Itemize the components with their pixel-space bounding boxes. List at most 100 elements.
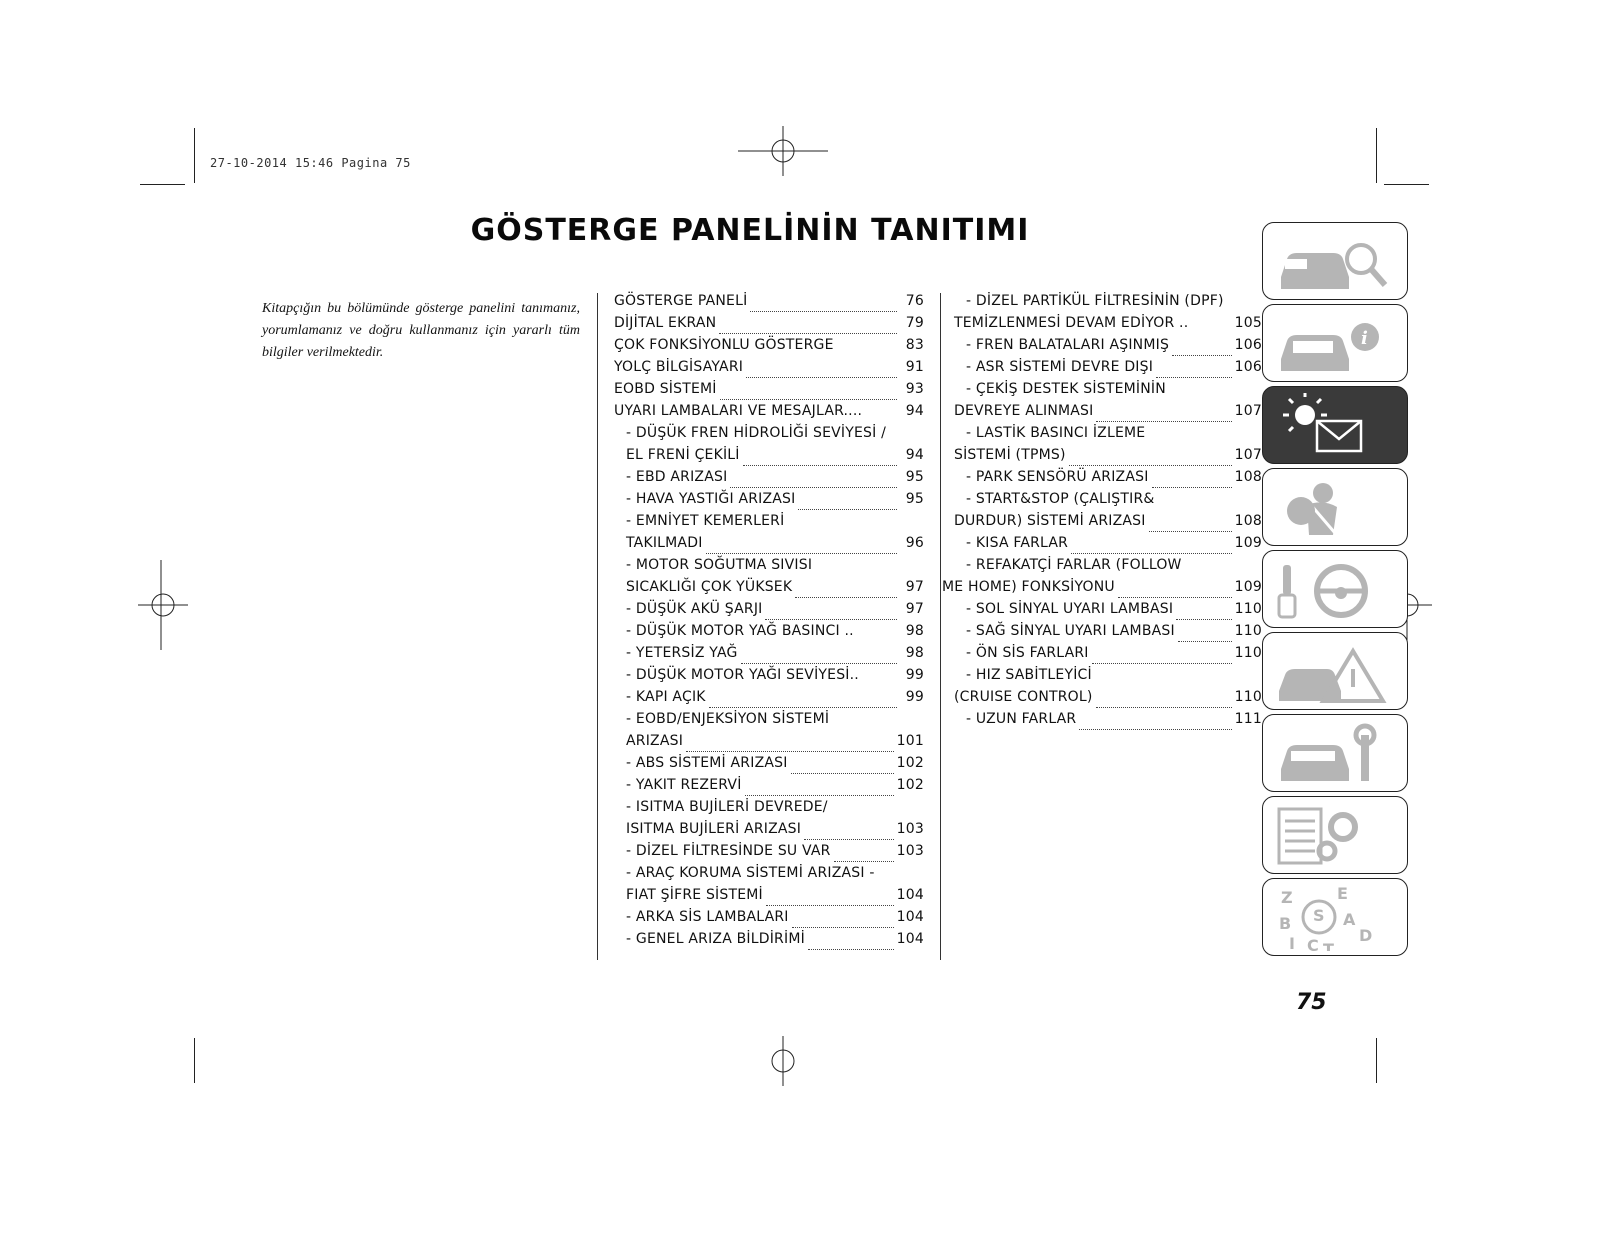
toc-leader-dots bbox=[865, 407, 897, 422]
toc-entry-text: GÖSTERGE PANELİ bbox=[614, 293, 748, 309]
toc-entry-text: - DİZEL PARTİKÜL FİLTRESİNİN (DPF) bbox=[966, 293, 1224, 309]
chapter-tab[interactable] bbox=[1262, 468, 1408, 546]
toc-leader-dots bbox=[1156, 362, 1232, 378]
toc-page-number: 108 bbox=[1234, 469, 1262, 485]
toc-leader-dots bbox=[833, 846, 894, 862]
chapter-tab[interactable] bbox=[1262, 714, 1408, 792]
toc-page-number: 110 bbox=[1234, 601, 1262, 617]
toc-page-number: 102 bbox=[896, 777, 924, 793]
toc-leader-dots bbox=[765, 890, 894, 906]
toc-entry-text: - SAĞ SİNYAL UYARI LAMBASI bbox=[966, 623, 1175, 639]
toc-leader-dots bbox=[1176, 604, 1232, 620]
toc-page-number: 110 bbox=[1234, 689, 1262, 705]
toc-entry-text: ÇOK FONKSİYONLU GÖSTERGE bbox=[614, 337, 834, 353]
toc-leader-dots bbox=[837, 341, 897, 356]
toc-entry-text: - HAVA YASTIĞI ARIZASI bbox=[626, 491, 796, 507]
toc-entry-text: DİJİTAL EKRAN bbox=[614, 315, 717, 331]
toc-entry-text: - FREN BALATALARI AŞINMIŞ bbox=[966, 337, 1170, 353]
toc-entry-text: UYARI LAMBALARI VE MESAJLAR.... bbox=[614, 403, 863, 419]
toc-page-number: 103 bbox=[896, 821, 924, 837]
toc-entry: - ARAÇ KORUMA SİSTEMİ ARIZASI - bbox=[614, 862, 924, 884]
chapter-tab[interactable] bbox=[1262, 386, 1408, 464]
toc-entry: - PARK SENSÖRÜ ARIZASI 108 bbox=[954, 466, 1262, 488]
toc-entry-text: - ASR SİSTEMİ DEVRE DIŞI bbox=[966, 359, 1154, 375]
toc-entry-text: TEMİZLENMESİ DEVAM EDİYOR .. bbox=[954, 315, 1189, 331]
toc-entry-text: - START&STOP (ÇALIŞTIR& bbox=[966, 491, 1155, 507]
toc-page-number: 106 bbox=[1234, 359, 1262, 375]
toc-page-number: 102 bbox=[896, 755, 924, 771]
toc-leader-dots bbox=[1185, 561, 1235, 576]
toc-page-number: 109 bbox=[1234, 579, 1262, 595]
toc-leader-dots bbox=[807, 934, 894, 950]
toc-leader-dots bbox=[804, 824, 894, 840]
toc-page-number: 99 bbox=[905, 667, 924, 683]
toc-entry: - ISITMA BUJİLERİ DEVREDE/ bbox=[614, 796, 924, 818]
chapter-tab[interactable]: i bbox=[1262, 304, 1408, 382]
toc-column-right: - DİZEL PARTİKÜL FİLTRESİNİN (DPF) TEMİZL… bbox=[942, 290, 1262, 730]
toc-leader-dots bbox=[831, 803, 897, 818]
toc-entry-text: DURDUR) SİSTEMİ ARIZASI bbox=[954, 513, 1146, 529]
toc-page-number: 104 bbox=[896, 887, 924, 903]
toc-entry: - MOTOR SOĞUTMA SIVISI bbox=[614, 554, 924, 576]
chapter-tab[interactable] bbox=[1262, 632, 1408, 710]
toc-entry-text: - MOTOR SOĞUTMA SIVISI bbox=[626, 557, 813, 573]
svg-text:B: B bbox=[1279, 914, 1291, 933]
svg-text:I: I bbox=[1289, 934, 1295, 951]
toc-entry-text: ME HOME) FONKSİYONU bbox=[942, 579, 1115, 595]
toc-entry-text: EL FRENİ ÇEKİLİ bbox=[626, 447, 740, 463]
toc-page-number: 95 bbox=[905, 491, 924, 507]
chapter-tab[interactable] bbox=[1262, 550, 1408, 628]
toc-entry-text: - DÜŞÜK AKÜ ŞARJI bbox=[626, 601, 763, 617]
crop-mark bbox=[1384, 184, 1429, 185]
toc-entry: - LASTİK BASINCI İZLEME bbox=[954, 422, 1262, 444]
toc-leader-dots bbox=[740, 648, 897, 664]
toc-page-number: 109 bbox=[1234, 535, 1262, 551]
toc-entry: SİSTEMİ (TPMS)107 bbox=[954, 444, 1262, 466]
toc-leader-dots bbox=[744, 780, 894, 796]
toc-entry-text: - ARAÇ KORUMA SİSTEMİ ARIZASI - bbox=[626, 865, 875, 881]
toc-leader-dots bbox=[1158, 495, 1235, 510]
toc-leader-dots bbox=[832, 715, 897, 730]
toc-leader-dots bbox=[1079, 714, 1232, 730]
toc-leader-dots bbox=[742, 450, 897, 466]
toc-entry-text: - PARK SENSÖRÜ ARIZASI bbox=[966, 469, 1149, 485]
registration-mark bbox=[771, 1036, 795, 1086]
toc-page-number: 91 bbox=[905, 359, 924, 375]
chapter-tab[interactable] bbox=[1262, 222, 1408, 300]
toc-page-number: 94 bbox=[905, 403, 924, 419]
svg-text:T: T bbox=[1323, 940, 1334, 951]
crop-mark bbox=[1376, 1038, 1377, 1083]
page-title: GÖSTERGE PANELİNİN TANITIMI bbox=[470, 213, 1030, 248]
toc-page-number: 96 bbox=[905, 535, 924, 551]
toc-page-number: 107 bbox=[1234, 447, 1262, 463]
toc-entry-text: - SOL SİNYAL UYARI LAMBASI bbox=[966, 601, 1174, 617]
toc-entry-text: - DİZEL FİLTRESİNDE SU VAR bbox=[626, 843, 831, 859]
toc-entry-text: - DÜŞÜK FREN HİDROLİĞİ SEVİYESİ / bbox=[626, 425, 887, 441]
toc-leader-dots bbox=[686, 736, 894, 752]
toc-entry: - DÜŞÜK MOTOR YAĞ BASINCI ..98 bbox=[614, 620, 924, 642]
toc-entry-text: FIAT ŞİFRE SİSTEMİ bbox=[626, 887, 763, 903]
intro-paragraph: Kitapçığın bu bölümünde gösterge panelin… bbox=[262, 301, 580, 360]
toc-leader-dots bbox=[1148, 516, 1232, 532]
toc-leader-dots bbox=[708, 692, 897, 708]
toc-entry-text: EOBD SİSTEMİ bbox=[614, 381, 717, 397]
toc-entry-text: - EBD ARIZASI bbox=[626, 469, 728, 485]
toc-entry: - DÜŞÜK FREN HİDROLİĞİ SEVİYESİ / bbox=[614, 422, 924, 444]
chapter-tab[interactable] bbox=[1262, 796, 1408, 874]
